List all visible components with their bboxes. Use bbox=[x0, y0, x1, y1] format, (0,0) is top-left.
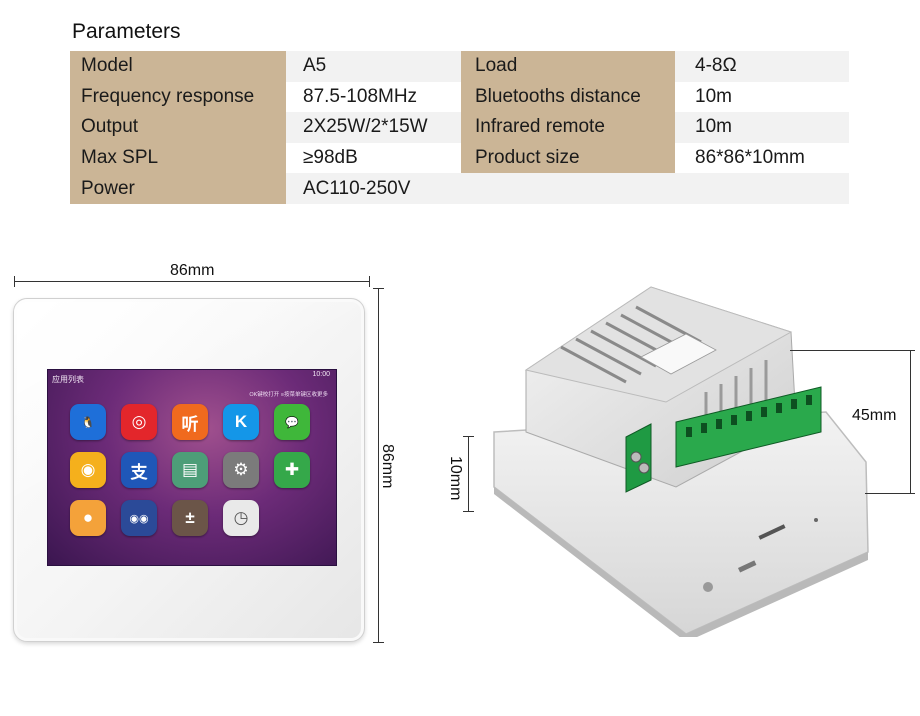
back-depth-label: 10mm bbox=[447, 456, 464, 501]
back-height-label: 45mm bbox=[852, 407, 897, 424]
param-key: Bluetooths distance bbox=[461, 81, 675, 113]
player-icon[interactable]: ◉◉ bbox=[121, 500, 157, 536]
alipay-icon[interactable]: 支 bbox=[121, 452, 157, 488]
param-value: ≥98dB bbox=[286, 142, 461, 174]
status-bar: 应用列表 10:00 bbox=[48, 370, 336, 384]
settings-icon[interactable]: ⚙ bbox=[223, 452, 259, 488]
table-row: Max SPL ≥98dB Product size 86*86*10mm bbox=[70, 142, 849, 174]
radio-icon[interactable]: ▤ bbox=[172, 452, 208, 488]
param-key: Max SPL bbox=[70, 142, 286, 174]
clock-icon[interactable]: ◷ bbox=[223, 500, 259, 536]
param-key: Output bbox=[70, 112, 286, 143]
weibo-icon[interactable]: ◉ bbox=[70, 452, 106, 488]
table-row: Power AC110-250V bbox=[70, 173, 849, 204]
bubble-icon[interactable]: ● bbox=[70, 500, 106, 536]
param-value: AC110-250V bbox=[286, 173, 461, 204]
param-value: A5 bbox=[286, 51, 461, 82]
param-value: 87.5-108MHz bbox=[286, 81, 461, 113]
front-height-label: 86mm bbox=[379, 444, 396, 489]
param-value: 10m bbox=[675, 81, 849, 113]
ting-icon[interactable]: 听 bbox=[172, 404, 208, 440]
kugou-icon[interactable]: K bbox=[223, 404, 259, 440]
back-panel-image bbox=[493, 286, 869, 637]
param-key: Power bbox=[70, 173, 286, 204]
netease-music-icon[interactable]: ◎ bbox=[121, 404, 157, 440]
param-value: 4-8Ω bbox=[675, 51, 849, 82]
qq-icon[interactable]: 🐧 bbox=[70, 404, 106, 440]
clock-label: 10:00 bbox=[312, 371, 330, 378]
param-value: 2X25W/2*15W bbox=[286, 112, 461, 143]
param-key: Product size bbox=[461, 142, 675, 174]
calculator-icon[interactable]: ± bbox=[172, 500, 208, 536]
empty-cell bbox=[675, 173, 849, 204]
app-list-label: 应用列表 bbox=[52, 375, 84, 384]
security-icon[interactable]: ✚ bbox=[274, 452, 310, 488]
front-width-label: 86mm bbox=[170, 262, 215, 279]
parameters-table: Model A5 Load 4-8Ω Frequency response 87… bbox=[70, 51, 849, 204]
param-key: Model bbox=[70, 51, 286, 82]
table-row: Output 2X25W/2*15W Infrared remote 10m bbox=[70, 112, 849, 143]
param-key: Load bbox=[461, 51, 675, 82]
wechat-icon[interactable]: 💬 bbox=[274, 404, 310, 440]
empty-cell bbox=[461, 173, 675, 204]
page-title: Parameters bbox=[72, 20, 181, 43]
param-value: 86*86*10mm bbox=[675, 142, 849, 174]
param-key: Infrared remote bbox=[461, 112, 675, 143]
param-value: 10m bbox=[675, 112, 849, 143]
table-row: Frequency response 87.5-108MHz Bluetooth… bbox=[70, 81, 849, 113]
param-key: Frequency response bbox=[70, 81, 286, 113]
screen-hint: OK键校打开 ≡按菜单键区收更多 bbox=[249, 392, 328, 398]
table-row: Model A5 Load 4-8Ω bbox=[70, 51, 849, 82]
